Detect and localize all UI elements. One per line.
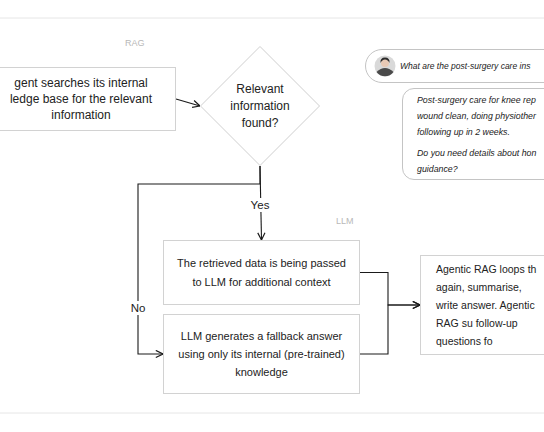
text-holder: The retrieved data is being passed to LL… [173, 254, 351, 292]
chat-bubble: What are the post-surgery care ins [365, 49, 544, 83]
text-holder: What are the post-surgery care ins [400, 60, 530, 72]
section-label: RAG [125, 38, 145, 48]
edge-label: Yes [248, 198, 273, 212]
node-text: Post-surgery care for knee rep wound cle… [417, 92, 544, 140]
avatar-face [381, 59, 389, 67]
node-text: LLM generates a fallback answer using on… [173, 327, 351, 381]
connector [138, 166, 260, 354]
edge-label: No [128, 301, 149, 315]
section-label: LLM [336, 216, 354, 226]
text-holder: Agentic RAG loops th again, summarise, w… [436, 260, 544, 350]
diamond-shape [201, 47, 320, 166]
process-box: The retrieved data is being passed to LL… [163, 240, 360, 305]
connector [360, 273, 420, 306]
avatar-body [377, 68, 394, 76]
node-text: gent searches its internal ledge base fo… [0, 75, 163, 123]
process-box: LLM generates a fallback answer using on… [163, 314, 360, 394]
text-holder: LLM generates a fallback answer using on… [173, 327, 351, 381]
chat-bubble: Post-surgery care for knee rep wound cle… [402, 88, 544, 180]
connector [360, 305, 420, 354]
decision-diamond: Relevant information found? [200, 46, 320, 166]
node-text: The retrieved data is being passed to LL… [173, 254, 351, 292]
avatar-hair [380, 58, 389, 64]
process-box: gent searches its internal ledge base fo… [0, 67, 176, 131]
node-text: Agentic RAG loops th again, summarise, w… [436, 260, 544, 350]
process-box: Agentic RAG loops th again, summarise, w… [420, 255, 544, 355]
node-text: What are the post-surgery care ins [400, 60, 530, 72]
connector [176, 99, 200, 106]
user-avatar [375, 56, 396, 77]
text-holder: Post-surgery care for knee rep wound cle… [417, 92, 544, 177]
frame-line [0, 18, 544, 19]
text-holder: Relevant information found? [214, 81, 306, 132]
node-text: Relevant information found? [214, 81, 306, 132]
avatar-circle [375, 56, 396, 77]
frame-line [0, 413, 544, 414]
node-text: Do you need details about hon guidance? [417, 145, 544, 177]
text-holder: gent searches its internal ledge base fo… [0, 75, 163, 123]
